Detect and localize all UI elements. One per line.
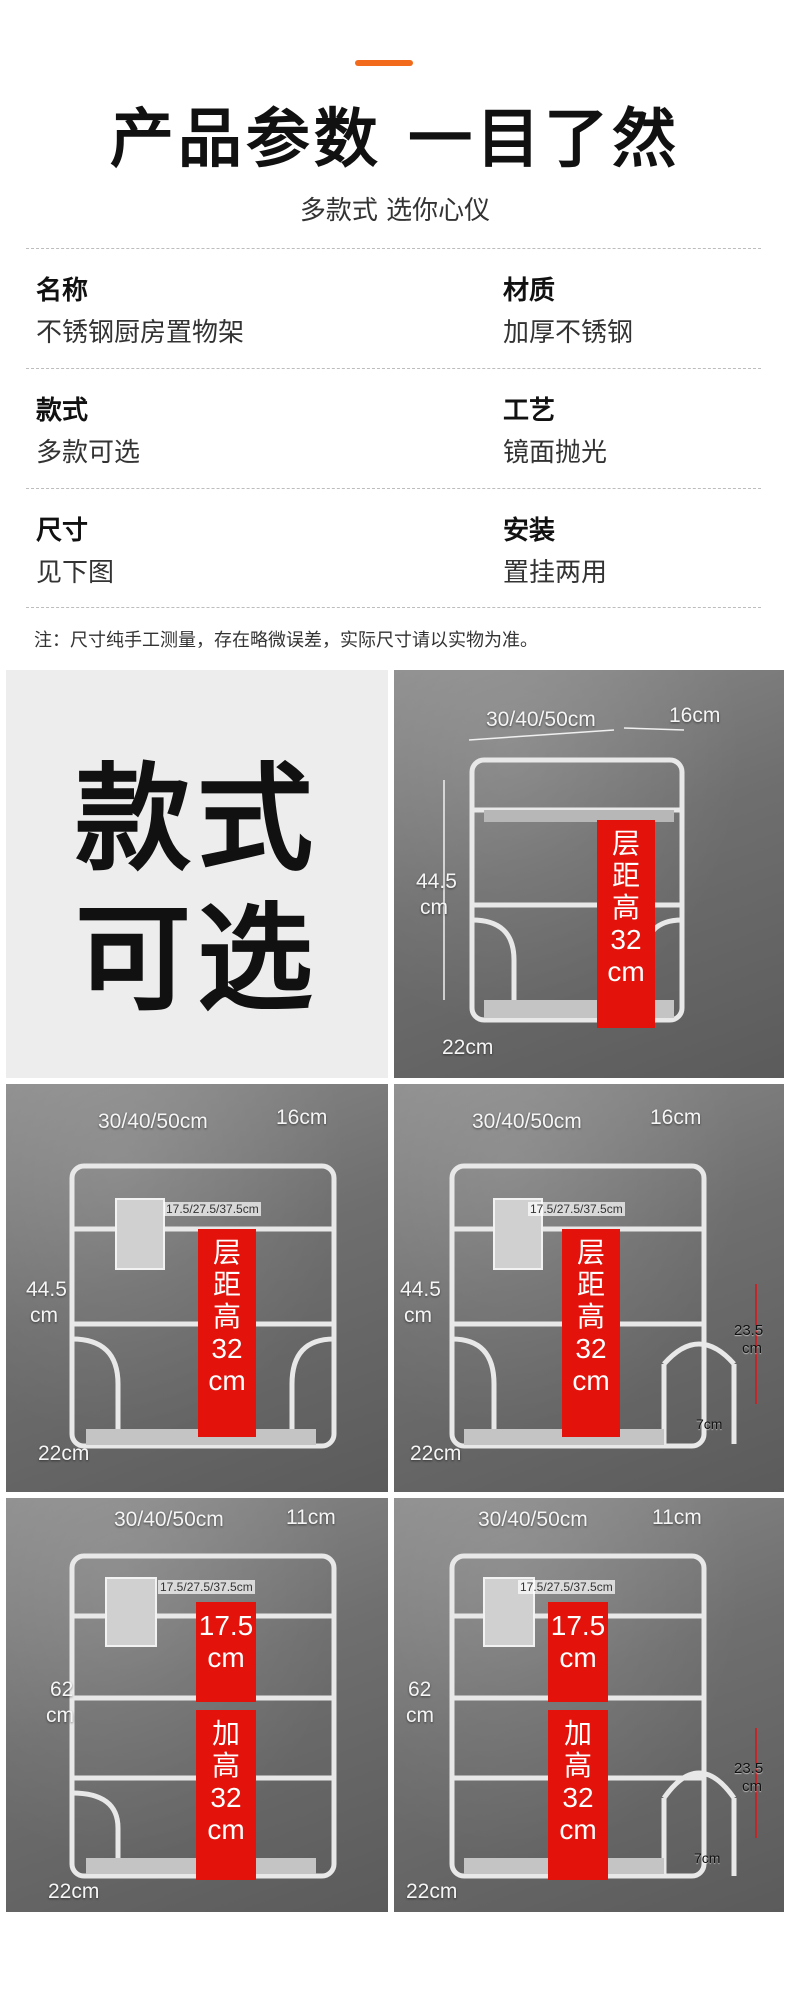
product-photo-2tier-board: 30/40/50cm 16cm 17.5/27.5/37.5cm 44.5 cm…	[394, 1084, 784, 1492]
param-row: 名称 不锈钢厨房置物架 材质 加厚不锈钢	[26, 248, 761, 368]
width-dimension: 30/40/50cm	[472, 1110, 582, 1133]
band-line: 17.5	[198, 1610, 254, 1641]
band-line: 32	[610, 924, 642, 955]
board-height-unit: cm	[742, 1778, 762, 1795]
param-value-material: 加厚不锈钢	[503, 318, 634, 348]
depth-dimension: 16cm	[669, 704, 721, 727]
cup-holder-dimension: 17.5/27.5/37.5cm	[528, 1202, 625, 1216]
band-line: 32	[575, 1333, 607, 1364]
band-line: 32	[210, 1782, 242, 1813]
param-key-style: 款式	[36, 396, 89, 426]
band-line: cm	[572, 1365, 610, 1396]
board-height-unit: cm	[742, 1340, 762, 1357]
accent-bar	[355, 60, 413, 66]
param-key-install: 安装	[503, 516, 556, 546]
band-line: 距	[212, 1269, 241, 1300]
layer-height-band: 层 距 高 32 cm	[597, 820, 655, 1028]
product-photo-3tier: 30/40/50cm 11cm 17.5/27.5/37.5cm 62 cm 2…	[6, 1498, 388, 1912]
param-value-name: 不锈钢厨房置物架	[36, 318, 245, 348]
band-line: cm	[208, 1365, 246, 1396]
band-line: 32	[211, 1333, 243, 1364]
base-dimension: 22cm	[442, 1036, 494, 1059]
height-unit: cm	[406, 1704, 434, 1727]
base-dimension: 22cm	[48, 1880, 100, 1903]
height-dimension: 62	[408, 1678, 432, 1701]
base-dimension: 22cm	[410, 1442, 462, 1465]
board-width-dimension: 7cm	[696, 1416, 723, 1432]
band-line: 距	[611, 860, 640, 891]
cup-holder-dimension: 17.5/27.5/37.5cm	[164, 1202, 261, 1216]
depth-dimension: 16cm	[276, 1106, 328, 1129]
band-line: cm	[207, 1814, 245, 1845]
height-dimension: 44.5	[400, 1278, 441, 1301]
top-tier-band: 17.5 cm	[548, 1602, 608, 1702]
board-height-dimension: 23.5	[734, 1322, 764, 1339]
base-dimension: 22cm	[406, 1880, 458, 1903]
height-unit: cm	[404, 1304, 432, 1327]
styles-banner-line2: 可选	[75, 892, 319, 1027]
param-value-install: 置挂两用	[503, 558, 608, 588]
band-line: 加	[211, 1718, 240, 1749]
product-photo-3tier-board: 30/40/50cm 11cm 17.5/27.5/37.5cm 62 cm 2…	[394, 1498, 784, 1912]
param-row: 尺寸 见下图 安装 置挂两用	[26, 488, 761, 608]
styles-banner-tile: 款式 可选	[6, 670, 388, 1078]
band-line: 32	[562, 1782, 594, 1813]
base-dimension: 22cm	[38, 1442, 90, 1465]
band-line: 高	[576, 1301, 605, 1332]
param-value-size: 见下图	[36, 558, 115, 588]
param-key-material: 材质	[503, 276, 556, 306]
height-dimension: 44.5	[416, 870, 457, 893]
band-line: 距	[576, 1269, 605, 1300]
band-line: 层	[611, 828, 640, 859]
band-line: 加	[563, 1718, 592, 1749]
width-dimension: 30/40/50cm	[486, 708, 596, 731]
band-line: 层	[212, 1237, 241, 1268]
band-line: cm	[207, 1642, 245, 1673]
param-key-craft: 工艺	[503, 396, 556, 426]
param-key-size: 尺寸	[36, 516, 89, 546]
product-photo-2tier-cup: 30/40/50cm 16cm 17.5/27.5/37.5cm 44.5 cm…	[6, 1084, 388, 1492]
depth-dimension: 11cm	[286, 1506, 336, 1529]
depth-dimension: 11cm	[652, 1506, 702, 1529]
layer-height-band: 层 距 高 32 cm	[198, 1229, 256, 1437]
band-line: cm	[559, 1642, 597, 1673]
cup-holder-dimension: 17.5/27.5/37.5cm	[158, 1580, 255, 1594]
layer-height-band: 层 距 高 32 cm	[562, 1229, 620, 1437]
param-value-craft: 镜面抛光	[503, 438, 608, 468]
band-line: 高	[611, 892, 640, 923]
band-line: cm	[607, 956, 645, 987]
band-line: 高	[563, 1750, 592, 1781]
param-row: 款式 多款可选 工艺 镜面抛光	[26, 368, 761, 488]
height-dimension: 62	[50, 1678, 74, 1701]
page-subtitle: 多款式 选你心仪	[299, 196, 491, 226]
band-line: 高	[211, 1750, 240, 1781]
height-unit: cm	[46, 1704, 74, 1727]
extra-height-band: 加 高 32 cm	[196, 1710, 256, 1880]
depth-dimension: 16cm	[650, 1106, 702, 1129]
width-dimension: 30/40/50cm	[98, 1110, 208, 1133]
height-dimension: 44.5	[26, 1278, 67, 1301]
param-key-name: 名称	[36, 276, 89, 306]
measurement-note: 注：尺寸纯手工测量，存在略微误差，实际尺寸请以实物为准。	[34, 630, 538, 651]
band-line: cm	[559, 1814, 597, 1845]
top-tier-band: 17.5 cm	[196, 1602, 256, 1702]
band-line: 高	[212, 1301, 241, 1332]
extra-height-band: 加 高 32 cm	[548, 1710, 608, 1880]
styles-banner-line1: 款式	[75, 752, 319, 887]
board-height-dimension: 23.5	[734, 1760, 764, 1777]
product-photo-2tier: 30/40/50cm 16cm 44.5 cm 22cm 层 距 高 32 cm	[394, 670, 784, 1078]
cup-holder-dimension: 17.5/27.5/37.5cm	[518, 1580, 615, 1594]
page-title: 产品参数 一目了然	[109, 103, 681, 177]
width-dimension: 30/40/50cm	[114, 1508, 224, 1531]
band-line: 层	[576, 1237, 605, 1268]
param-value-style: 多款可选	[36, 438, 141, 468]
band-line: 17.5	[550, 1610, 606, 1641]
styles-banner-text: 款式 可选	[6, 750, 388, 1030]
width-dimension: 30/40/50cm	[478, 1508, 588, 1531]
height-unit: cm	[30, 1304, 58, 1327]
board-width-dimension: 7cm	[694, 1850, 721, 1866]
param-table: 名称 不锈钢厨房置物架 材质 加厚不锈钢 款式 多款可选 工艺 镜面抛光 尺寸 …	[26, 248, 761, 608]
height-unit: cm	[420, 896, 448, 919]
